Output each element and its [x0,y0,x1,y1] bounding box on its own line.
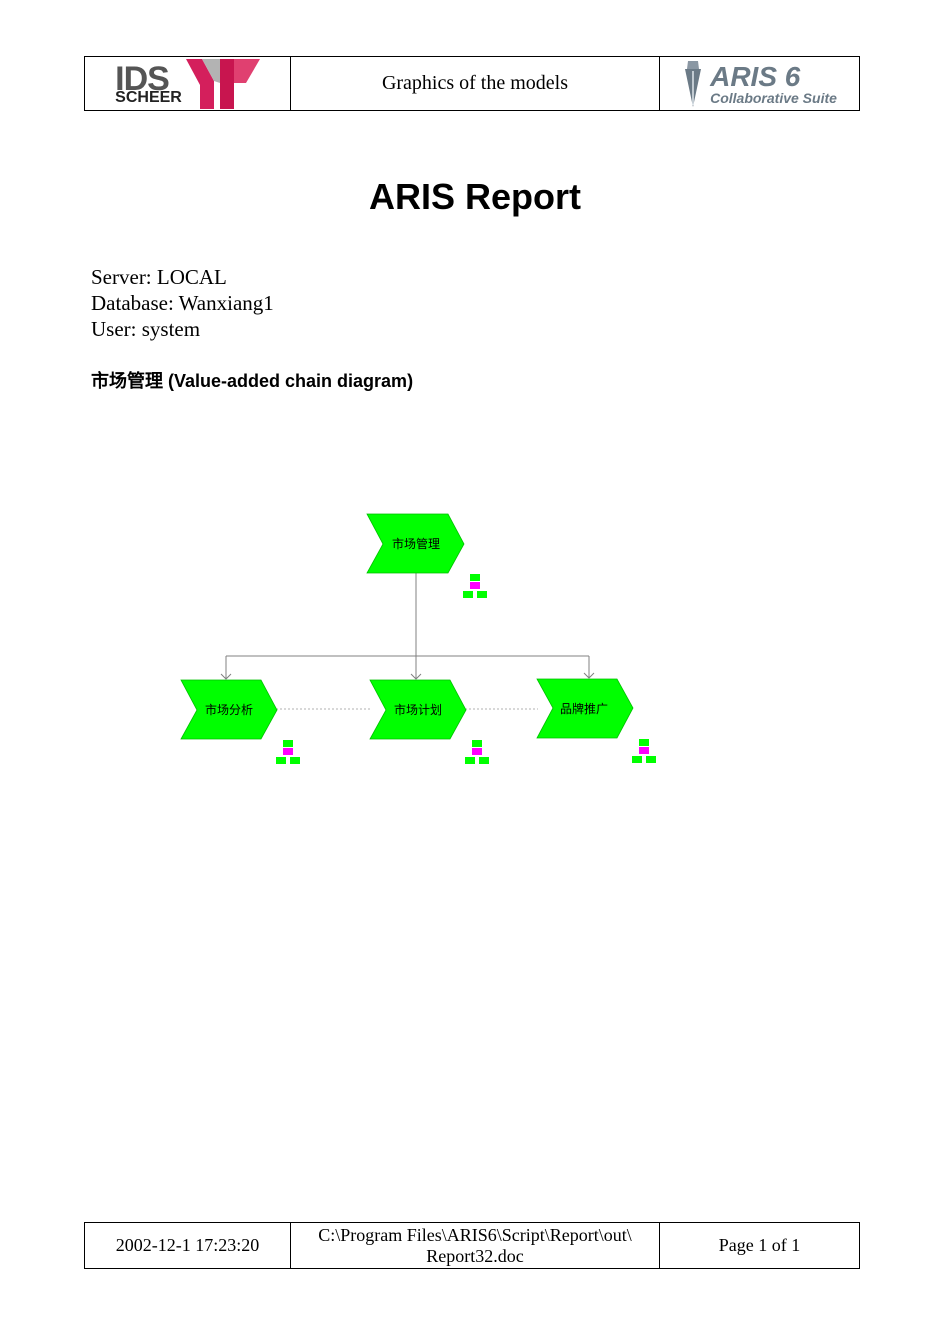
hierarchy-connectors [220,573,595,680]
report-info: Server: LOCAL Database: Wanxiang1 User: … [91,264,274,342]
pen-nib-icon [685,60,702,107]
user-line: User: system [91,317,201,341]
value-chain-node-root[interactable]: 市场管理 [366,513,465,574]
header-title: Graphics of the models [291,57,660,110]
footer-path-line2: Report32.doc [426,1245,524,1266]
assignment-hierarchy-icon[interactable] [465,740,489,764]
aris-logo-title: ARIS 6 [710,60,801,92]
value-chain-node-brand[interactable]: 品牌推广 [536,678,634,739]
report-title: ARIS Report [368,176,581,217]
aris-logo: ARIS 6 Collaborative Suite [660,57,859,110]
footer-file-path: C:\Program Files\ARIS6\Script\Report\out… [291,1223,660,1268]
ids-logo-text: IDS [115,59,170,98]
ids-y-logo-icon [185,58,260,109]
assignment-hierarchy-icon[interactable] [276,740,300,764]
assignment-hierarchy-icon[interactable] [463,574,487,598]
value-chain-node-analysis[interactable]: 市场分析 [180,679,278,740]
database-line: Database: Wanxiang1 [91,291,274,315]
footer-path-line1: C:\Program Files\ARIS6\Script\Report\out… [318,1224,632,1245]
node-label-brand: 品牌推广 [560,702,608,716]
page-footer: 2002-12-1 17:23:20 C:\Program Files\ARIS… [84,1222,860,1269]
node-label-root: 市场管理 [392,536,440,551]
model-title: 市场管理 (Value-added chain diagram) [91,371,414,391]
scheer-logo-text: SCHEER [115,88,182,106]
assignment-hierarchy-icon[interactable] [632,739,656,763]
value-chain-node-planning[interactable]: 市场计划 [369,679,467,740]
ids-scheer-logo: IDS SCHEER [85,57,291,110]
node-label-planning: 市场计划 [394,702,442,717]
footer-datetime: 2002-12-1 17:23:20 [85,1223,291,1268]
node-label-analysis: 市场分析 [205,702,253,717]
aris-logo-subtitle: Collaborative Suite [710,89,837,106]
page-header: IDS SCHEER Graphics of the models ARIS 6… [84,56,860,111]
footer-page-number: Page 1 of 1 [718,1235,801,1255]
server-line: Server: LOCAL [91,265,227,289]
